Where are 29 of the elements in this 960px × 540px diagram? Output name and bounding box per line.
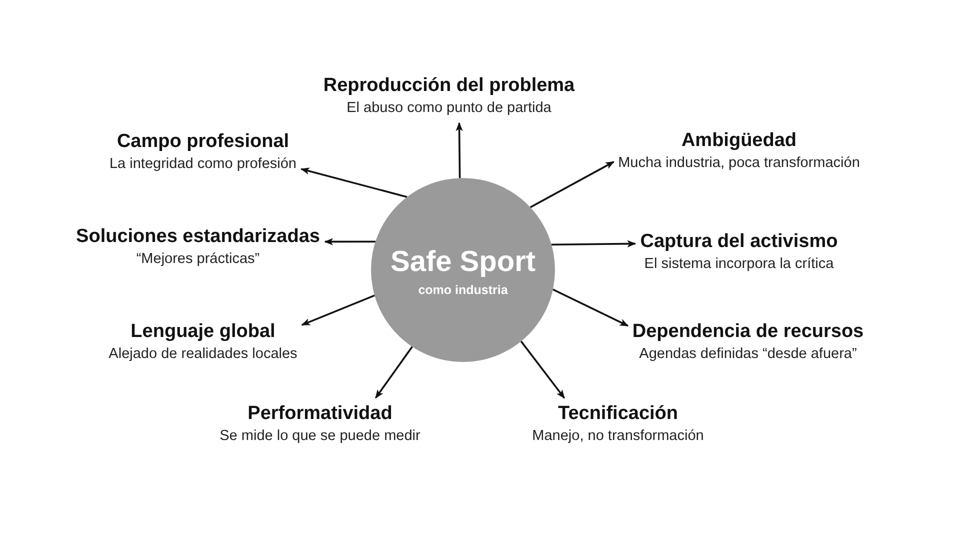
topic-title: Campo profesional [116, 130, 290, 154]
topic-title: Lenguaje global [130, 320, 276, 344]
arrow [552, 288, 629, 327]
arrow [520, 340, 566, 399]
topic-subtitle: Se mide lo que se puede medir [220, 427, 420, 446]
topic-title: Tecnificación [558, 402, 678, 426]
arrow [300, 168, 408, 198]
arrow [530, 161, 614, 208]
arrow [324, 238, 376, 246]
topic-title: Soluciones estandarizadas [76, 225, 320, 249]
topic-title: Reproducción del problema [323, 74, 575, 98]
topic-title: Ambigüedad [681, 129, 797, 153]
topic-subtitle: Alejado de realidades locales [108, 345, 298, 364]
topic-title: Captura del activismo [640, 230, 838, 254]
topic-subtitle: Manejo, no transformación [532, 427, 704, 446]
topic-title: Dependencia de recursos [632, 320, 864, 344]
topic-subtitle: Mucha industria, poca transformación [618, 154, 860, 173]
arrow [374, 346, 413, 399]
arrow [301, 294, 375, 326]
arrow [551, 240, 636, 248]
topic-subtitle: Agendas definidas “desde afuera” [639, 345, 857, 364]
arrow [456, 122, 463, 178]
hub-title: Safe Sport [390, 245, 536, 280]
topic-subtitle: La integridad como profesión [110, 155, 296, 174]
hub-subtitle: como industria [418, 282, 508, 299]
topic-subtitle: El sistema incorpora la crítica [644, 255, 834, 274]
topic-title: Performatividad [248, 402, 392, 426]
topic-subtitle: “Mejores prácticas” [136, 250, 260, 269]
topic-subtitle: El abuso como punto de partida [346, 99, 552, 118]
